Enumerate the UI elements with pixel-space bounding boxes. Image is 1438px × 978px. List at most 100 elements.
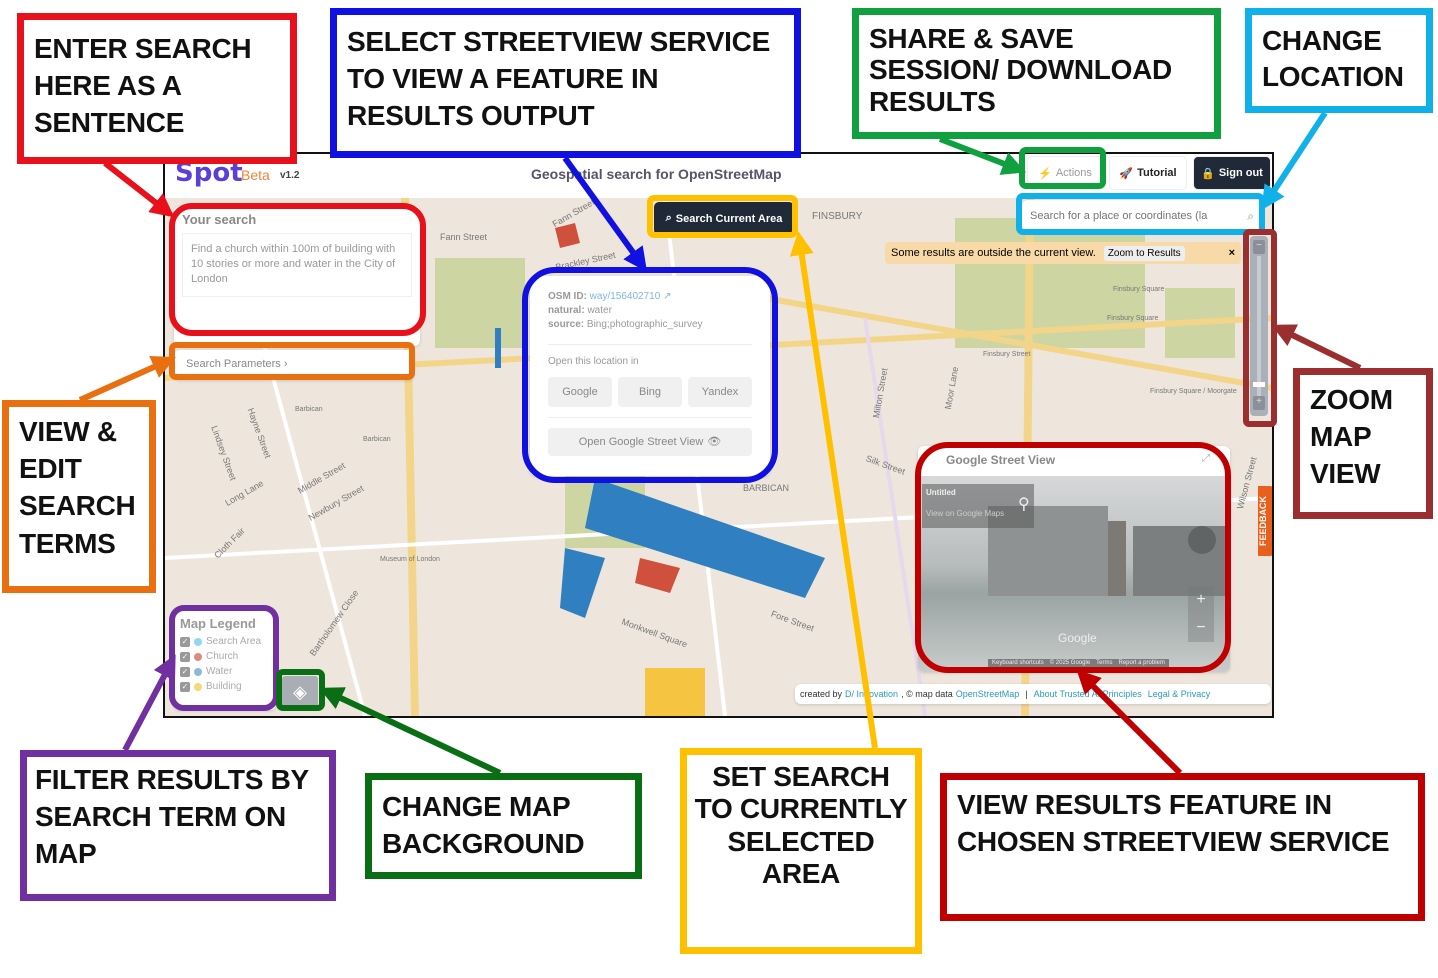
compass-icon[interactable]: [1188, 526, 1216, 554]
map-label: Finsbury Street: [983, 351, 1031, 358]
map-label: Moor Lane: [942, 365, 961, 411]
map-label: FINSBURY: [812, 211, 863, 222]
checkbox[interactable]: ✓: [180, 681, 190, 692]
map-label: Long Lane: [223, 478, 266, 508]
app-title: Geospatial search for OpenStreetMap: [531, 166, 782, 182]
map-label: Fann Street: [440, 232, 488, 242]
actions-label: Actions: [1055, 167, 1092, 179]
sign-out-label: Sign out: [1218, 167, 1263, 179]
legal-link[interactable]: Legal & Privacy: [1147, 689, 1211, 699]
legend-item[interactable]: ✓ Building: [180, 679, 270, 694]
map-label: Bartholomew Close: [307, 588, 361, 658]
location-pin-icon: ⚲: [1018, 496, 1030, 513]
map-data-label: , © map data: [901, 689, 953, 699]
search-parameters-button[interactable]: Search Parameters ›: [174, 350, 414, 380]
map-label: Fore Street: [769, 608, 816, 634]
zoom-handle[interactable]: [1253, 382, 1265, 387]
bing-button[interactable]: Bing: [618, 377, 682, 407]
checkbox[interactable]: ✓: [180, 666, 190, 677]
copyright: © 2025 Google: [1049, 660, 1091, 666]
eye-icon: 👁: [707, 436, 722, 448]
results-notice: Some results are outside the current vie…: [885, 242, 1241, 264]
location-search-input[interactable]: [1030, 210, 1248, 222]
sign-out-button[interactable]: 🔒Sign out: [1193, 156, 1271, 190]
zoom-out-icon[interactable]: −: [1253, 240, 1265, 254]
map-label: Finsbury Square: [1107, 315, 1159, 322]
search-panel-title: Your search: [182, 212, 257, 227]
zoom-to-results-button[interactable]: Zoom to Results: [1103, 245, 1185, 261]
open-street-view-button[interactable]: Open Google Street View👁: [548, 428, 752, 456]
terms-link[interactable]: Terms: [1096, 660, 1113, 666]
keyboard-shortcuts-link[interactable]: Keyboard shortcuts: [992, 660, 1044, 666]
app-screenshot: Fann Street Fann Street Brackley Street …: [163, 152, 1274, 718]
source-label: source:: [548, 319, 585, 330]
callout-area: SET SEARCH TO CURRENTLY SELECTED AREA: [680, 748, 922, 954]
yandex-button[interactable]: Yandex: [688, 377, 752, 407]
map-label: Wilson Street: [1235, 455, 1259, 511]
map-label: Milton Street: [870, 367, 890, 419]
legend-item[interactable]: ✓Water: [180, 664, 270, 679]
search-panel: Your search Find a church within 100m of…: [174, 206, 420, 346]
legend-item[interactable]: ✓Search Area: [180, 634, 270, 649]
actions-button[interactable]: ⚡Actions: [1027, 156, 1103, 190]
map-label: Finsbury Square / Moorgate: [1150, 388, 1237, 395]
created-by: created by: [800, 689, 843, 699]
street-view-footer: Keyboard shortcuts © 2025 Google Terms R…: [988, 659, 1169, 667]
zoom-in-icon[interactable]: +: [1253, 396, 1265, 410]
map-label: BARBICAN: [743, 483, 790, 493]
map-label: Middle Street: [296, 460, 347, 496]
checkbox[interactable]: ✓: [180, 636, 190, 647]
zoom-track[interactable]: [1257, 256, 1261, 396]
external-link-icon[interactable]: ↗: [663, 291, 672, 302]
about-link[interactable]: About Trusted AI Principles: [1033, 689, 1142, 699]
map-label: Silk Street: [864, 453, 907, 477]
search-icon[interactable]: ⌕: [1247, 208, 1254, 223]
google-button[interactable]: Google: [548, 377, 612, 407]
map-legend: Map Legend ✓Search Area✓Church✓Water✓Bui…: [174, 610, 276, 710]
org-link[interactable]: D/ Innovation: [845, 689, 899, 699]
osm-id-link[interactable]: way/156402710: [589, 291, 661, 302]
search-query-textarea[interactable]: Find a church within 100m of building wi…: [182, 233, 412, 297]
close-icon[interactable]: ×: [1228, 247, 1235, 259]
legend-label: Building: [206, 681, 242, 692]
callout-zoom: ZOOM MAP VIEW: [1293, 368, 1433, 519]
expand-icon[interactable]: ⤢: [1202, 453, 1210, 464]
callout-location: CHANGE LOCATION: [1245, 8, 1433, 113]
osm-link[interactable]: OpenStreetMap: [955, 689, 1020, 699]
divider: |: [1025, 689, 1028, 699]
feature-popup: OSM ID: way/156402710 ↗ natural: water s…: [530, 276, 770, 476]
search-icon: ⌕: [665, 212, 672, 224]
report-problem-link[interactable]: Report a problem: [1118, 660, 1165, 666]
callout-share: SHARE & SAVE SESSION/ DOWNLOAD RESULTS: [852, 8, 1221, 139]
tutorial-button[interactable]: 🚀Tutorial: [1109, 156, 1187, 190]
map-label: Brackley Street: [554, 249, 617, 273]
legend-item[interactable]: ✓Church: [180, 649, 270, 664]
sv-zoom-controls[interactable]: +−: [1188, 586, 1214, 642]
callout-params: VIEW & EDIT SEARCH TERMS: [2, 400, 156, 593]
callout-background: CHANGE MAP BACKGROUND: [365, 773, 642, 879]
legend-swatch: [194, 667, 202, 676]
map-label: Hayne Street: [245, 406, 273, 460]
location-search[interactable]: ⌕: [1022, 200, 1262, 232]
header: Spot Beta v1.2 Geospatial search for Ope…: [165, 154, 1272, 198]
view-on-maps-link[interactable]: View on Google Maps: [926, 509, 1005, 518]
search-current-area-button[interactable]: ⌕Search Current Area: [654, 202, 794, 235]
beta-badge: Beta: [241, 167, 270, 183]
layers-button[interactable]: ◈: [282, 676, 318, 708]
map-label: Barbican: [363, 436, 391, 443]
checkbox[interactable]: ✓: [180, 651, 190, 662]
version: v1.2: [280, 170, 300, 181]
lightning-icon: ⚡: [1038, 167, 1052, 180]
notice-text: Some results are outside the current vie…: [891, 247, 1096, 259]
rocket-icon: 🚀: [1119, 167, 1134, 180]
feedback-tab[interactable]: FEEDBACK: [1258, 486, 1272, 556]
church-tower-shape: [1108, 521, 1126, 596]
open-in-label: Open this location in: [548, 356, 639, 367]
lock-icon: 🔒: [1201, 167, 1215, 180]
legend-swatch: [194, 637, 202, 646]
street-view-image[interactable]: Untitled View on Google Maps ⚲ +− Google…: [918, 476, 1230, 672]
zoom-slider[interactable]: − +: [1250, 236, 1268, 416]
map-label: Monkwell Square: [620, 616, 689, 650]
tutorial-label: Tutorial: [1137, 167, 1177, 179]
map-label: Cloth Fair: [212, 525, 247, 561]
